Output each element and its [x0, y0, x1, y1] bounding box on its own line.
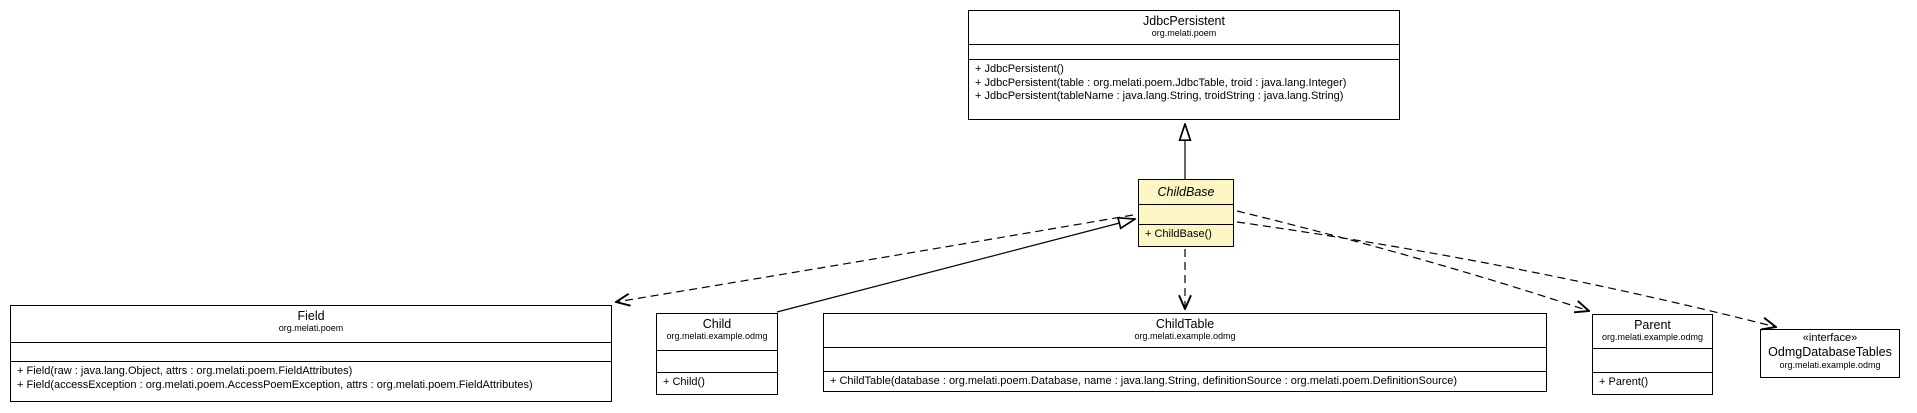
methods-compartment: + JdbcPersistent() + JdbcPersistent(tabl… — [969, 59, 1399, 119]
methods-compartment: + Parent() — [1593, 372, 1712, 394]
class-header: ChildTable org.melati.example.odmg — [824, 314, 1546, 347]
class-header: JdbcPersistent org.melati.poem — [969, 11, 1399, 44]
class-header: Child org.melati.example.odmg — [657, 314, 777, 350]
dependency-childbase-to-field — [616, 214, 1134, 302]
class-name: ChildBase — [1157, 185, 1215, 199]
stereotype-label: «interface» — [1802, 332, 1858, 344]
class-name: JdbcPersistent — [1143, 14, 1225, 28]
class-name: ChildTable — [1155, 317, 1215, 331]
attributes-compartment — [969, 44, 1399, 59]
method-entry: + JdbcPersistent(table : org.melati.poem… — [975, 76, 1347, 89]
generalization-child-to-childbase — [776, 219, 1135, 313]
class-package: org.melati.example.odmg — [1134, 331, 1236, 341]
attributes-compartment — [824, 346, 1546, 371]
class-package: org.melati.example.odmg — [1601, 332, 1704, 342]
methods-compartment: + Child() — [657, 372, 777, 394]
dependency-childbase-to-odmgdatabasetables — [1236, 221, 1776, 327]
interface-odmgdatabasetables: «interface» OdmgDatabaseTables org.melat… — [1760, 329, 1900, 378]
class-childtable: ChildTable org.melati.example.odmg + Chi… — [823, 313, 1547, 392]
method-entry: + ChildBase() — [1145, 228, 1212, 240]
attributes-compartment — [1139, 204, 1233, 224]
method-entry: + JdbcPersistent(tableName : java.lang.S… — [975, 90, 1344, 102]
class-parent: Parent org.melati.example.odmg + Parent(… — [1592, 314, 1713, 395]
attributes-compartment — [1593, 348, 1712, 372]
class-package: org.melati.example.odmg — [666, 331, 768, 341]
dependency-childbase-to-parent — [1236, 210, 1589, 311]
method-entry: + Field(accessException : org.melati.poe… — [17, 378, 533, 391]
class-name: Parent — [1634, 318, 1671, 332]
class-header: Parent org.melati.example.odmg — [1593, 315, 1712, 348]
class-child: Child org.melati.example.odmg + Child() — [656, 313, 778, 395]
method-entry: + Child() — [663, 376, 705, 388]
class-childbase: ChildBase + ChildBase() — [1138, 179, 1234, 247]
method-entry: + JdbcPersistent() — [975, 63, 1064, 75]
class-header: ChildBase — [1139, 180, 1233, 204]
class-name: Field — [297, 309, 325, 323]
methods-compartment: + ChildTable(database : org.melati.poem.… — [824, 370, 1546, 392]
class-package: org.melati.poem — [1151, 28, 1217, 38]
methods-compartment: + Field(raw : java.lang.Object, attrs : … — [11, 361, 611, 401]
class-field: Field org.melati.poem + Field(raw : java… — [10, 305, 612, 402]
class-name: OdmgDatabaseTables — [1768, 345, 1892, 359]
attributes-compartment — [11, 342, 611, 361]
class-name: Child — [702, 317, 732, 331]
class-jdbcpersistent: JdbcPersistent org.melati.poem + JdbcPer… — [968, 10, 1400, 120]
method-entry: + Field(raw : java.lang.Object, attrs : … — [17, 365, 353, 377]
class-package: org.melati.example.odmg — [1779, 360, 1881, 370]
method-entry: + ChildTable(database : org.melati.poem.… — [830, 374, 1458, 387]
method-entry: + Parent() — [1599, 376, 1649, 388]
attributes-compartment — [657, 350, 777, 372]
class-header: Field org.melati.poem — [11, 306, 611, 342]
class-package: org.melati.poem — [278, 323, 344, 333]
methods-compartment: + ChildBase() — [1139, 224, 1233, 246]
